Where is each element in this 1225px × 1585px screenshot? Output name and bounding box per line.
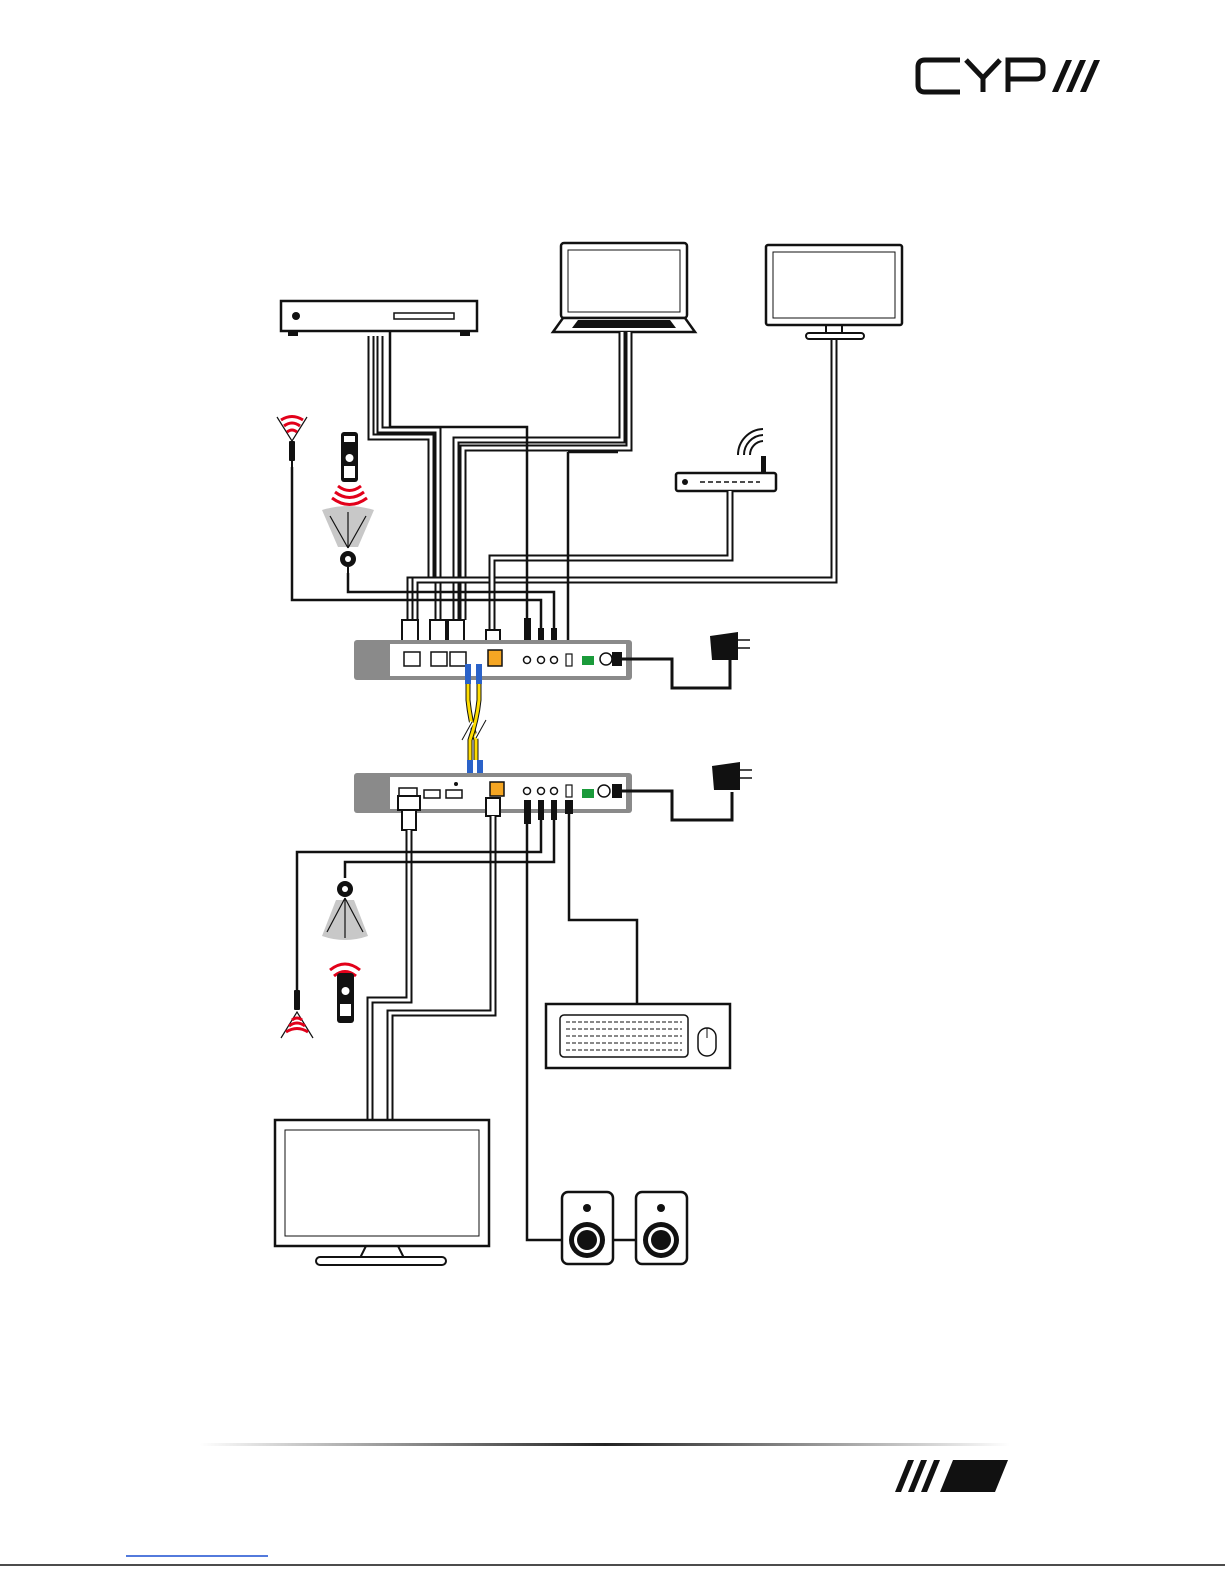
transmitter-unit <box>354 640 632 680</box>
ir-receiver-icon-2 <box>322 881 368 940</box>
power-adapter-icon-2 <box>622 762 752 820</box>
keyboard-mouse-icon <box>546 1004 730 1068</box>
speakers-icon <box>562 1192 687 1264</box>
ir-remote-icon-2 <box>330 964 360 1023</box>
footer-logo-mark <box>895 1460 1008 1492</box>
blu-ray-player-icon <box>281 301 477 336</box>
monitor-icon <box>766 245 902 339</box>
ir-receiver-icon <box>322 506 374 573</box>
tv-icon <box>275 1120 489 1265</box>
laptop-icon <box>553 243 695 332</box>
wifi-router-icon <box>676 429 776 491</box>
ir-blaster-icon <box>277 417 307 468</box>
cyp-logo <box>918 60 1100 92</box>
ir-remote-icon <box>332 432 367 505</box>
fiber-link <box>462 664 486 780</box>
footer-rule <box>200 1443 1010 1446</box>
ir-blaster-icon-2 <box>281 990 313 1038</box>
power-adapter-icon <box>622 632 750 688</box>
